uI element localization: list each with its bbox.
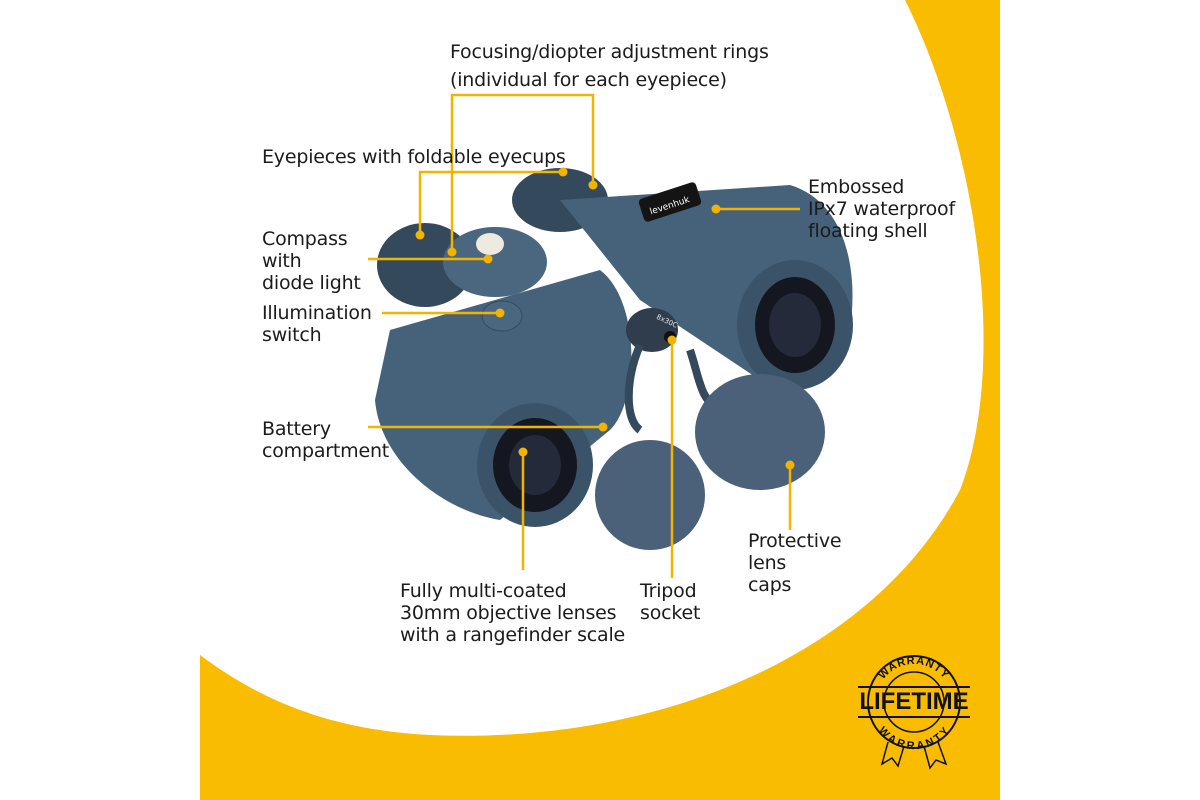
callout-line: caps bbox=[748, 574, 792, 596]
callout-focusing: Focusing/diopter adjustment rings (indiv… bbox=[450, 38, 769, 94]
badge-top-text: WARRANTY bbox=[876, 655, 950, 682]
callout-line: Tripod bbox=[640, 580, 697, 602]
callout-tripod: Tripod socket bbox=[640, 580, 700, 624]
callout-line: Fully multi-coated bbox=[400, 580, 567, 602]
callout-line: 30mm objective lenses bbox=[400, 602, 617, 624]
callout-line: diode light bbox=[262, 272, 361, 294]
callout-illumination: Illumination switch bbox=[262, 302, 372, 346]
callout-line: with bbox=[262, 250, 302, 272]
leader-lines bbox=[368, 93, 800, 578]
callout-line: Illumination bbox=[262, 302, 372, 324]
callout-caps: Protective lens caps bbox=[748, 530, 842, 596]
callout-line: Embossed bbox=[808, 176, 905, 198]
callout-line: compartment bbox=[262, 440, 390, 462]
callout-line: floating shell bbox=[808, 220, 928, 242]
callout-line: Eyepieces with foldable eyecups bbox=[262, 146, 566, 168]
callout-eyepieces: Eyepieces with foldable eyecups bbox=[262, 146, 566, 168]
callout-line: switch bbox=[262, 324, 322, 346]
callout-compass: Compass with diode light bbox=[262, 228, 361, 294]
callout-line: Protective bbox=[748, 530, 842, 552]
callout-objective: Fully multi-coated 30mm objective lenses… bbox=[400, 580, 625, 646]
callout-line: (individual for each eyepiece) bbox=[450, 69, 727, 91]
callout-line: with a rangefinder scale bbox=[400, 624, 626, 646]
callout-line: socket bbox=[640, 602, 701, 624]
warranty-seal-icon: WARRANTY WARRANTY bbox=[867, 655, 961, 770]
callout-battery: Battery compartment bbox=[262, 418, 389, 462]
callout-line: lens bbox=[748, 552, 787, 574]
leader-dots bbox=[415, 167, 795, 470]
binoculars-illustration: levenhuk 8x30C bbox=[375, 168, 853, 550]
callout-embossed: Embossed IPx7 waterproof floating shell bbox=[808, 176, 955, 242]
callout-line: Focusing/diopter adjustment rings bbox=[450, 41, 769, 63]
callout-line: Battery bbox=[262, 418, 331, 440]
callout-line: IPx7 waterproof bbox=[808, 198, 955, 220]
badge-main-text: LIFETIME bbox=[858, 686, 970, 718]
lifetime-warranty-badge: WARRANTY WARRANTY LIFETIME bbox=[858, 652, 970, 777]
svg-text:WARRANTY: WARRANTY bbox=[876, 655, 951, 682]
callout-line: Compass bbox=[262, 228, 348, 250]
